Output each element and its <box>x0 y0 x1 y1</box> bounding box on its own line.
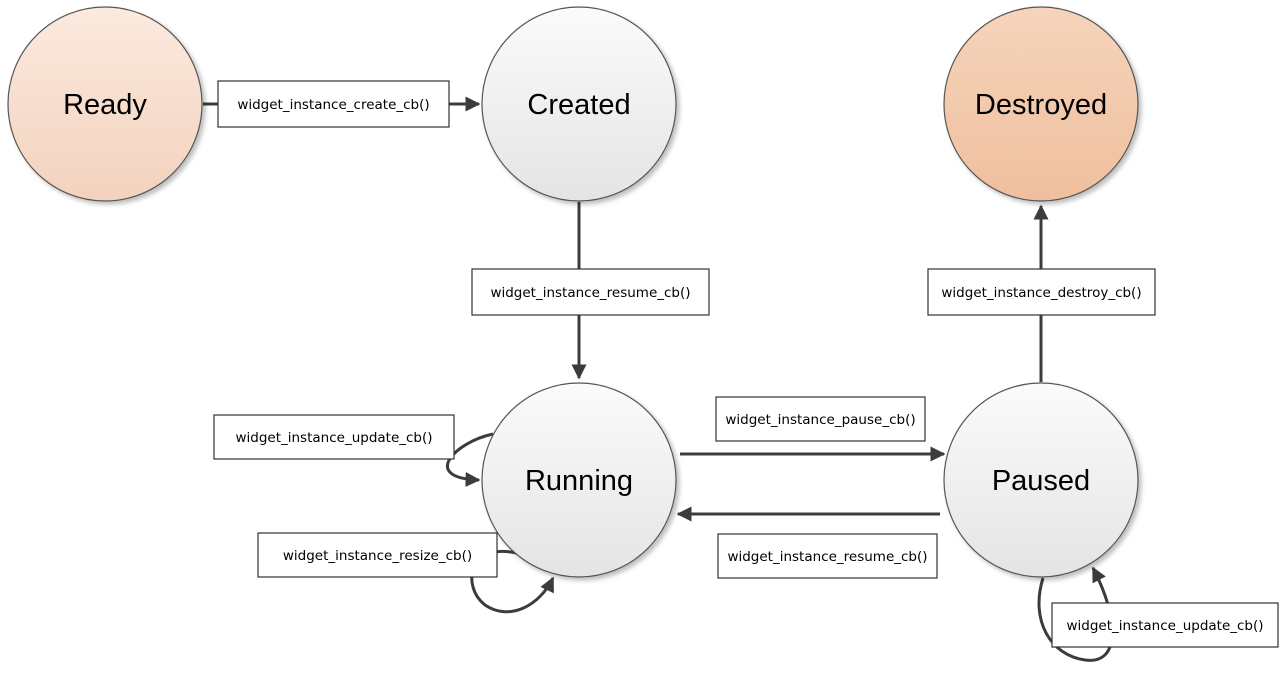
callback-pause: widget_instance_pause_cb() <box>715 396 926 442</box>
state-paused-label: Paused <box>992 465 1090 497</box>
state-ready-label: Ready <box>63 89 147 121</box>
state-created-label: Created <box>527 89 630 121</box>
callback-resume-created: widget_instance_resume_cb() <box>471 268 710 316</box>
state-running-label: Running <box>525 465 633 497</box>
state-destroyed: Destroyed <box>943 6 1139 202</box>
callback-pause-label: widget_instance_pause_cb() <box>725 412 915 428</box>
state-paused: Paused <box>943 382 1139 578</box>
state-destroyed-label: Destroyed <box>975 89 1107 121</box>
state-running: Running <box>481 382 677 578</box>
callback-create-label: widget_instance_create_cb() <box>237 97 429 113</box>
callback-resume-paused: widget_instance_resume_cb() <box>717 533 938 579</box>
callback-destroy-label: widget_instance_destroy_cb() <box>941 285 1141 301</box>
state-ready: Ready <box>7 6 203 202</box>
callback-resize: widget_instance_resize_cb() <box>257 532 498 578</box>
callback-update-paused-label: widget_instance_update_cb() <box>1066 618 1263 634</box>
callback-update-paused: widget_instance_update_cb() <box>1051 602 1279 648</box>
callback-resume-created-label: widget_instance_resume_cb() <box>490 285 690 301</box>
callback-destroy: widget_instance_destroy_cb() <box>927 268 1156 316</box>
callback-resize-label: widget_instance_resize_cb() <box>283 548 472 564</box>
callback-update-running: widget_instance_update_cb() <box>213 414 455 460</box>
callback-create: widget_instance_create_cb() <box>217 80 450 128</box>
state-created: Created <box>481 6 677 202</box>
callback-resume-paused-label: widget_instance_resume_cb() <box>727 549 927 565</box>
callback-update-running-label: widget_instance_update_cb() <box>235 430 432 446</box>
